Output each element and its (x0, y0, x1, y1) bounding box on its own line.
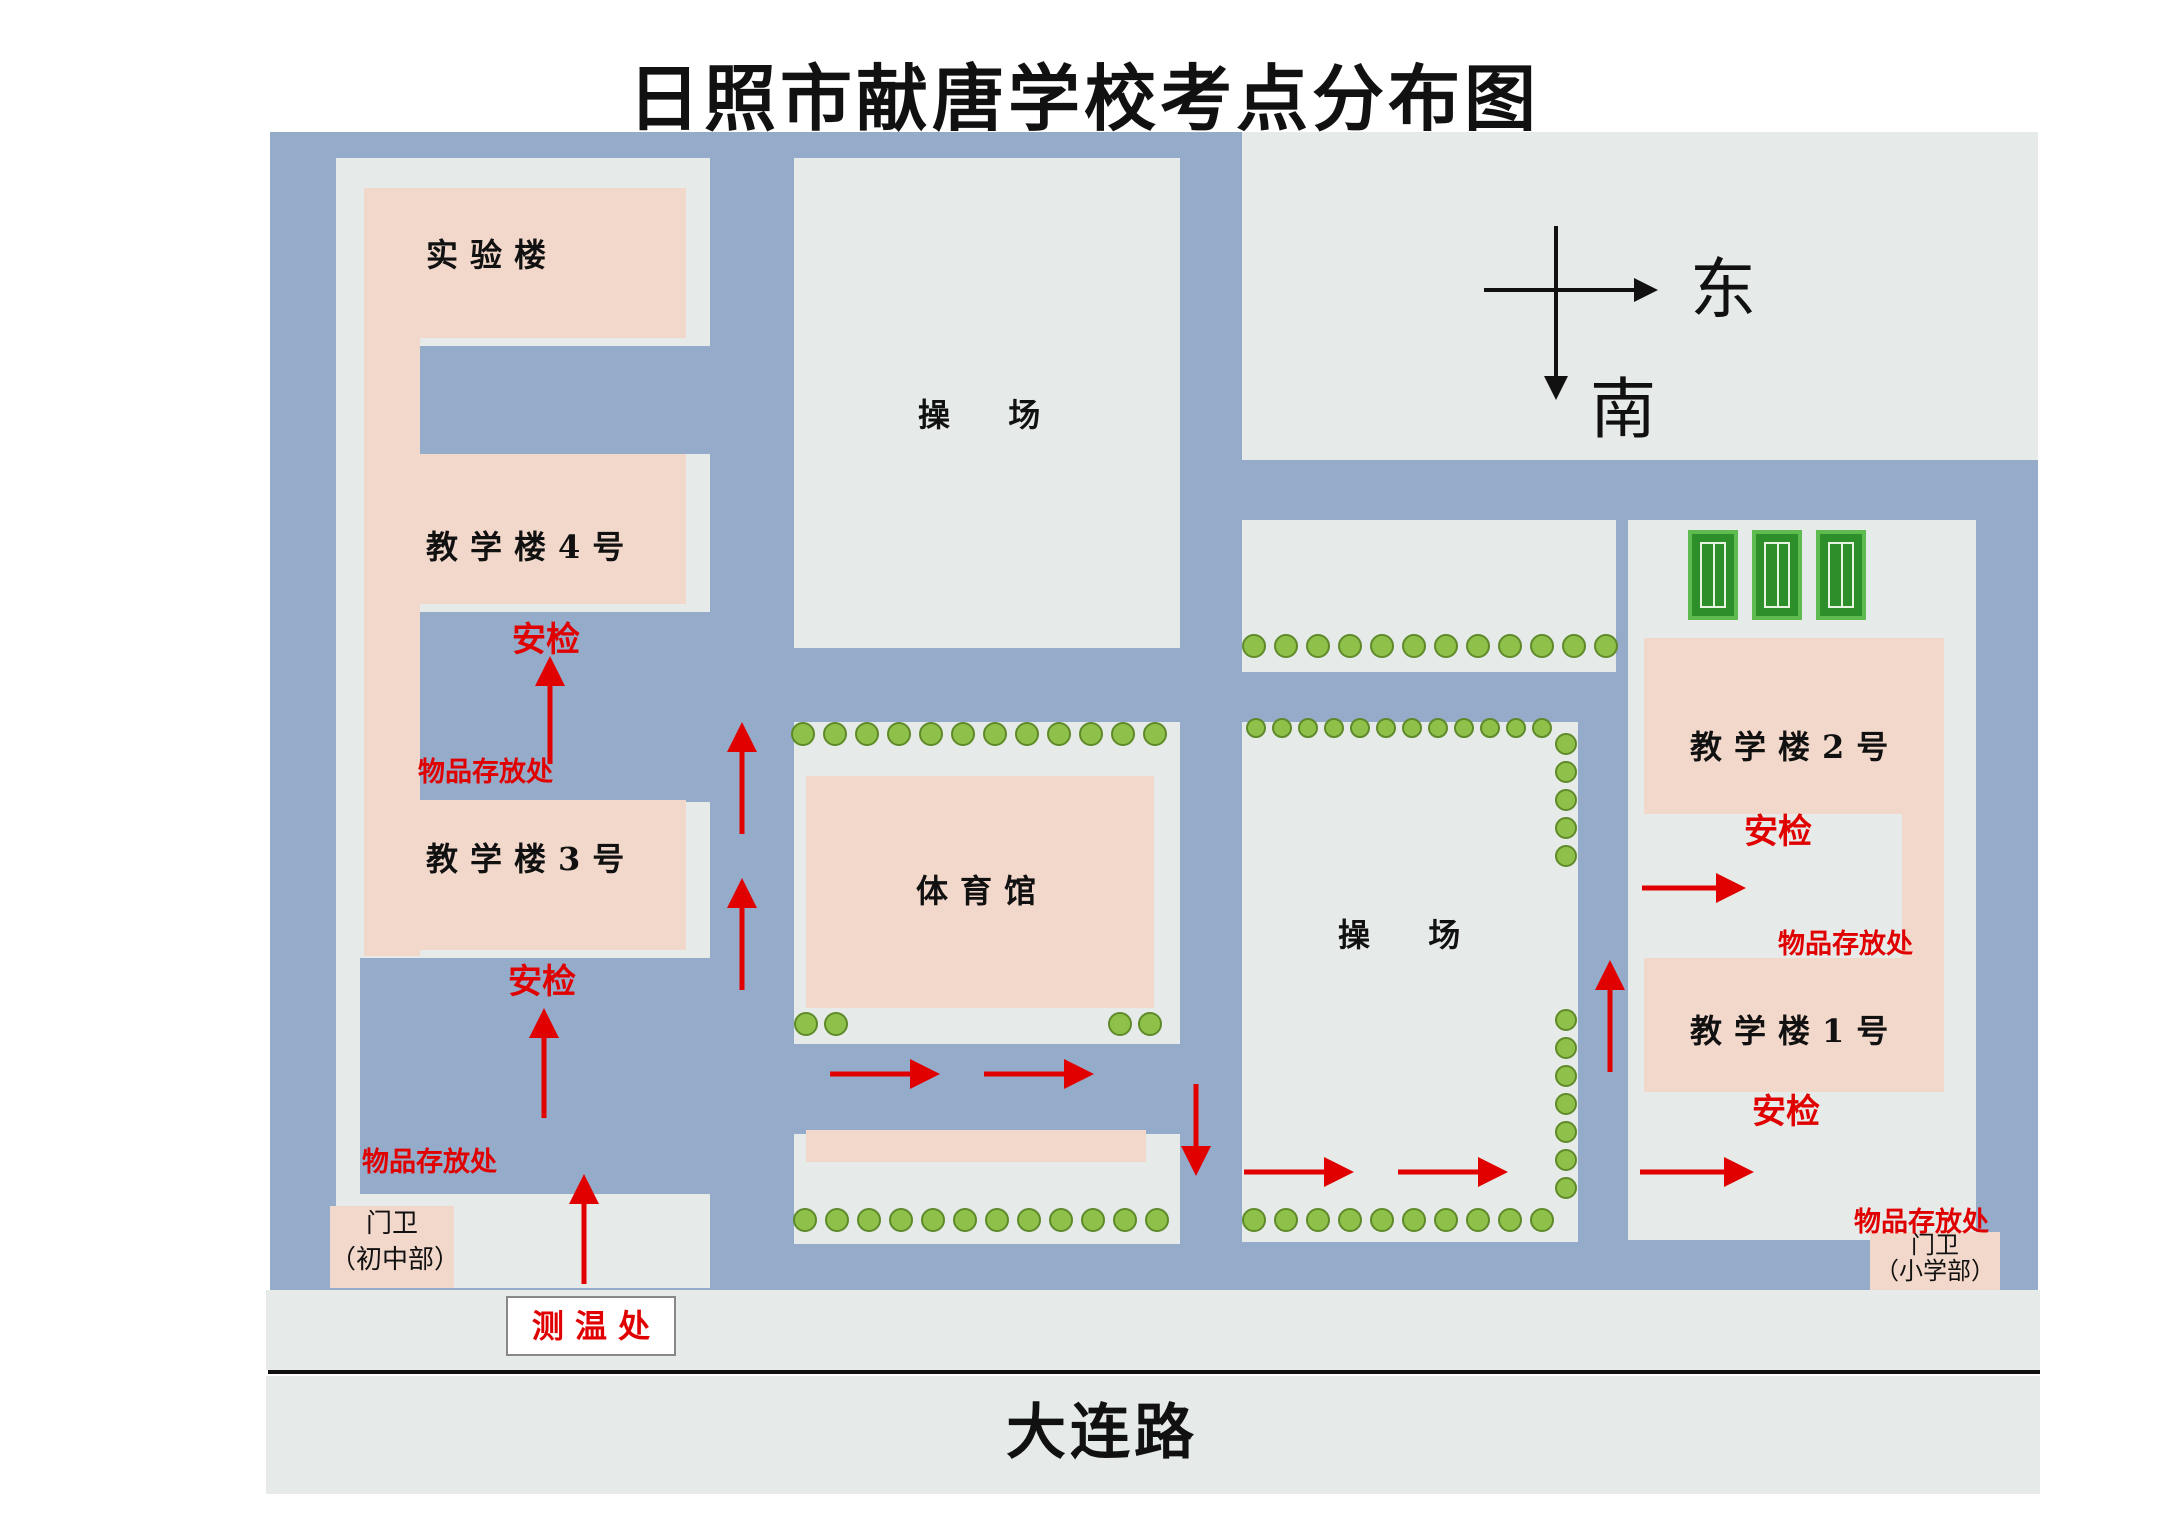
gate-primary-line1: 门卫 (1911, 1232, 1959, 1259)
label-field-south: 操 场 (1338, 916, 1473, 954)
label-gym: 体育馆 (916, 872, 1049, 910)
storage-teach4: 物品存放处 (418, 757, 553, 788)
trees-field-south (1242, 1208, 1554, 1232)
building-teach1 (1644, 958, 1944, 1092)
temp-check-label: 测 温 处 (531, 1307, 651, 1345)
security-teach4: 安检 (512, 620, 580, 660)
label-teach2: 教学楼2号 (1690, 728, 1901, 766)
temp-check-box: 测 温 处 (506, 1296, 676, 1356)
west-inner-road-b (420, 612, 710, 802)
building-lab (364, 188, 686, 338)
security-teach2: 安检 (1744, 812, 1812, 852)
building-teach2 (1644, 638, 1944, 814)
west-inner-road-a (420, 346, 710, 454)
label-teach1: 教学楼1号 (1690, 1012, 1901, 1050)
trees-field-north (1246, 718, 1552, 738)
gate-junior-line1: 门卫 (365, 1209, 418, 1239)
court-2 (1752, 530, 1802, 620)
security-teach3: 安检 (508, 962, 576, 1002)
trees-south-strip (793, 1208, 1169, 1232)
gate-primary-line2: （小学部） (1875, 1257, 1995, 1285)
storage-teach3: 物品存放处 (362, 1147, 497, 1178)
trees-field-east-upper (1555, 733, 1577, 867)
security-teach1: 安检 (1752, 1092, 1820, 1132)
route-arrows (529, 656, 1754, 1284)
storage-primary-gate: 物品存放处 (1854, 1207, 1989, 1238)
building-teach3 (364, 800, 686, 950)
court-3 (1816, 530, 1866, 620)
south-field-ground (1242, 722, 1578, 1242)
compass-east: 东 (1690, 251, 1756, 328)
label-teach4: 教学楼4号 (426, 528, 637, 566)
road-name: 大连路 (1006, 1398, 1198, 1468)
north-field-ground (794, 158, 1180, 648)
trees-field-east-lower (1555, 1009, 1577, 1199)
storage-teach2: 物品存放处 (1778, 929, 1913, 960)
label-teach3: 教学楼3号 (426, 840, 637, 878)
compass-icon (1484, 226, 1658, 400)
road-edge-line (268, 1370, 2040, 1374)
trees-gym-north (791, 722, 1167, 746)
trees-east-north-row (1242, 634, 1618, 658)
gate-primary: 门卫 （小学部） (1870, 1232, 2000, 1290)
building-south-strip (806, 1130, 1146, 1162)
map-title: 日照市献唐学校考点分布图 (627, 56, 1540, 141)
court-1 (1688, 530, 1738, 620)
gate-junior: 门卫 （初中部） (330, 1206, 461, 1288)
trees-gym-south (794, 1012, 1162, 1036)
compass-south: 南 (1590, 371, 1656, 448)
label-lab: 实验楼 (426, 236, 559, 274)
building-teach-east-link (1902, 810, 1944, 960)
building-gym (806, 776, 1154, 1008)
gate-junior-line2: （初中部） (330, 1245, 461, 1275)
label-field-north: 操 场 (918, 396, 1053, 434)
west-inner-road-c (360, 958, 710, 1194)
road-band (266, 1376, 2040, 1494)
building-teach4 (364, 454, 686, 604)
